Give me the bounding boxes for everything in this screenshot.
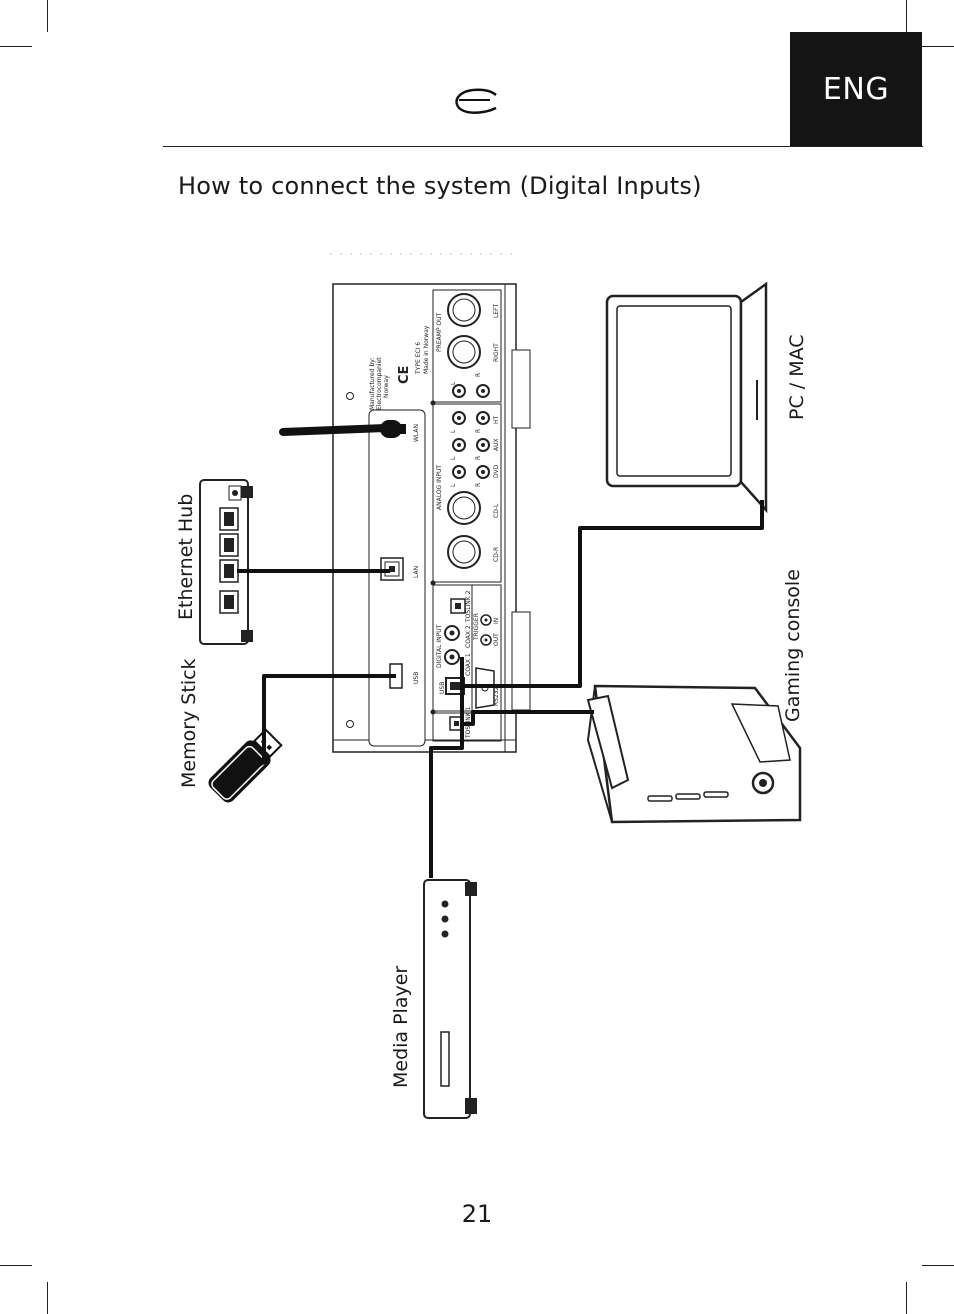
language-tab: ENG xyxy=(790,32,922,146)
coax-1-label: COAX 1 xyxy=(465,653,472,676)
brand-logo xyxy=(455,88,497,114)
ce-mark: CE xyxy=(397,366,412,384)
analog-ht-label: HT xyxy=(493,415,500,424)
manufacturer-line-2: Electrocompaniet xyxy=(376,357,383,410)
rs232-label: RS232 xyxy=(493,686,500,706)
crop-mark-bl-v xyxy=(47,1282,48,1314)
usb-label: USB xyxy=(413,672,420,684)
digital-input-label: DIGITAL INPUT xyxy=(436,624,443,668)
type-label: TYPE ECI 6 xyxy=(415,342,422,375)
analog-input-label: ANALOG INPUT xyxy=(436,465,443,510)
crop-mark-tl-h xyxy=(0,46,32,47)
crop-mark-tl-v xyxy=(47,0,48,32)
trigger-in-label: IN xyxy=(493,618,500,624)
channel-r-2: R xyxy=(475,429,482,433)
channel-l-4: L xyxy=(450,483,457,487)
analog-dvd-label: DVD xyxy=(493,464,500,478)
coax-2-label: COAX 2 xyxy=(465,625,472,648)
memory-stick-label: Memory Stick xyxy=(178,658,200,788)
lan-label: LAN xyxy=(413,566,420,578)
toslink-2-label: TOSLINK 2 xyxy=(465,590,472,623)
manufacturer-line-3: Norway xyxy=(383,375,390,398)
header-rule xyxy=(163,146,923,147)
crop-mark-tr-v xyxy=(906,0,907,32)
preamp-out-label: PREAMP OUT xyxy=(436,313,443,352)
page-title: How to connect the system (Digital Input… xyxy=(178,172,702,200)
analog-cd-l-label: CD-L xyxy=(493,503,500,518)
amplifier-rear-panel xyxy=(279,283,531,753)
crop-mark-br-h xyxy=(922,1265,954,1266)
channel-r-1: R xyxy=(475,373,482,377)
gaming-console xyxy=(586,684,802,824)
ethernet-hub xyxy=(199,479,253,645)
manufacturer-line-1: Manufactured by: xyxy=(369,358,376,410)
made-in-label: Made in Norway xyxy=(423,325,430,374)
wlan-label: WLAN xyxy=(413,424,420,442)
laptop xyxy=(605,281,768,514)
analog-cd-r-label: CD-R xyxy=(493,547,500,562)
trigger-out-label: OUT xyxy=(493,633,500,646)
analog-aux-label: AUX xyxy=(493,438,500,451)
gaming-console-label: Gaming console xyxy=(782,569,804,722)
crop-mark-bl-h xyxy=(0,1265,32,1266)
preamp-right-label: RIGHT xyxy=(493,343,500,362)
page-number: 21 xyxy=(461,1200,493,1228)
usb-input-label: USB xyxy=(439,682,446,694)
memory-stick xyxy=(208,728,283,803)
trigger-label: TRIGGER xyxy=(473,613,480,641)
channel-l-2: L xyxy=(450,429,457,433)
pc-mac-label: PC / MAC xyxy=(786,334,808,420)
channel-r-3: R xyxy=(475,456,482,460)
preamp-left-label: LEFT xyxy=(493,304,500,318)
crop-mark-tr-h xyxy=(922,46,954,47)
ethernet-hub-label: Ethernet Hub xyxy=(175,493,197,620)
crop-mark-br-v xyxy=(906,1282,907,1314)
channel-l-1: L xyxy=(450,381,457,385)
channel-l-3: L xyxy=(450,456,457,460)
media-player-label: Media Player xyxy=(390,965,412,1088)
channel-r-4: R xyxy=(475,483,482,487)
media-player xyxy=(423,879,477,1119)
